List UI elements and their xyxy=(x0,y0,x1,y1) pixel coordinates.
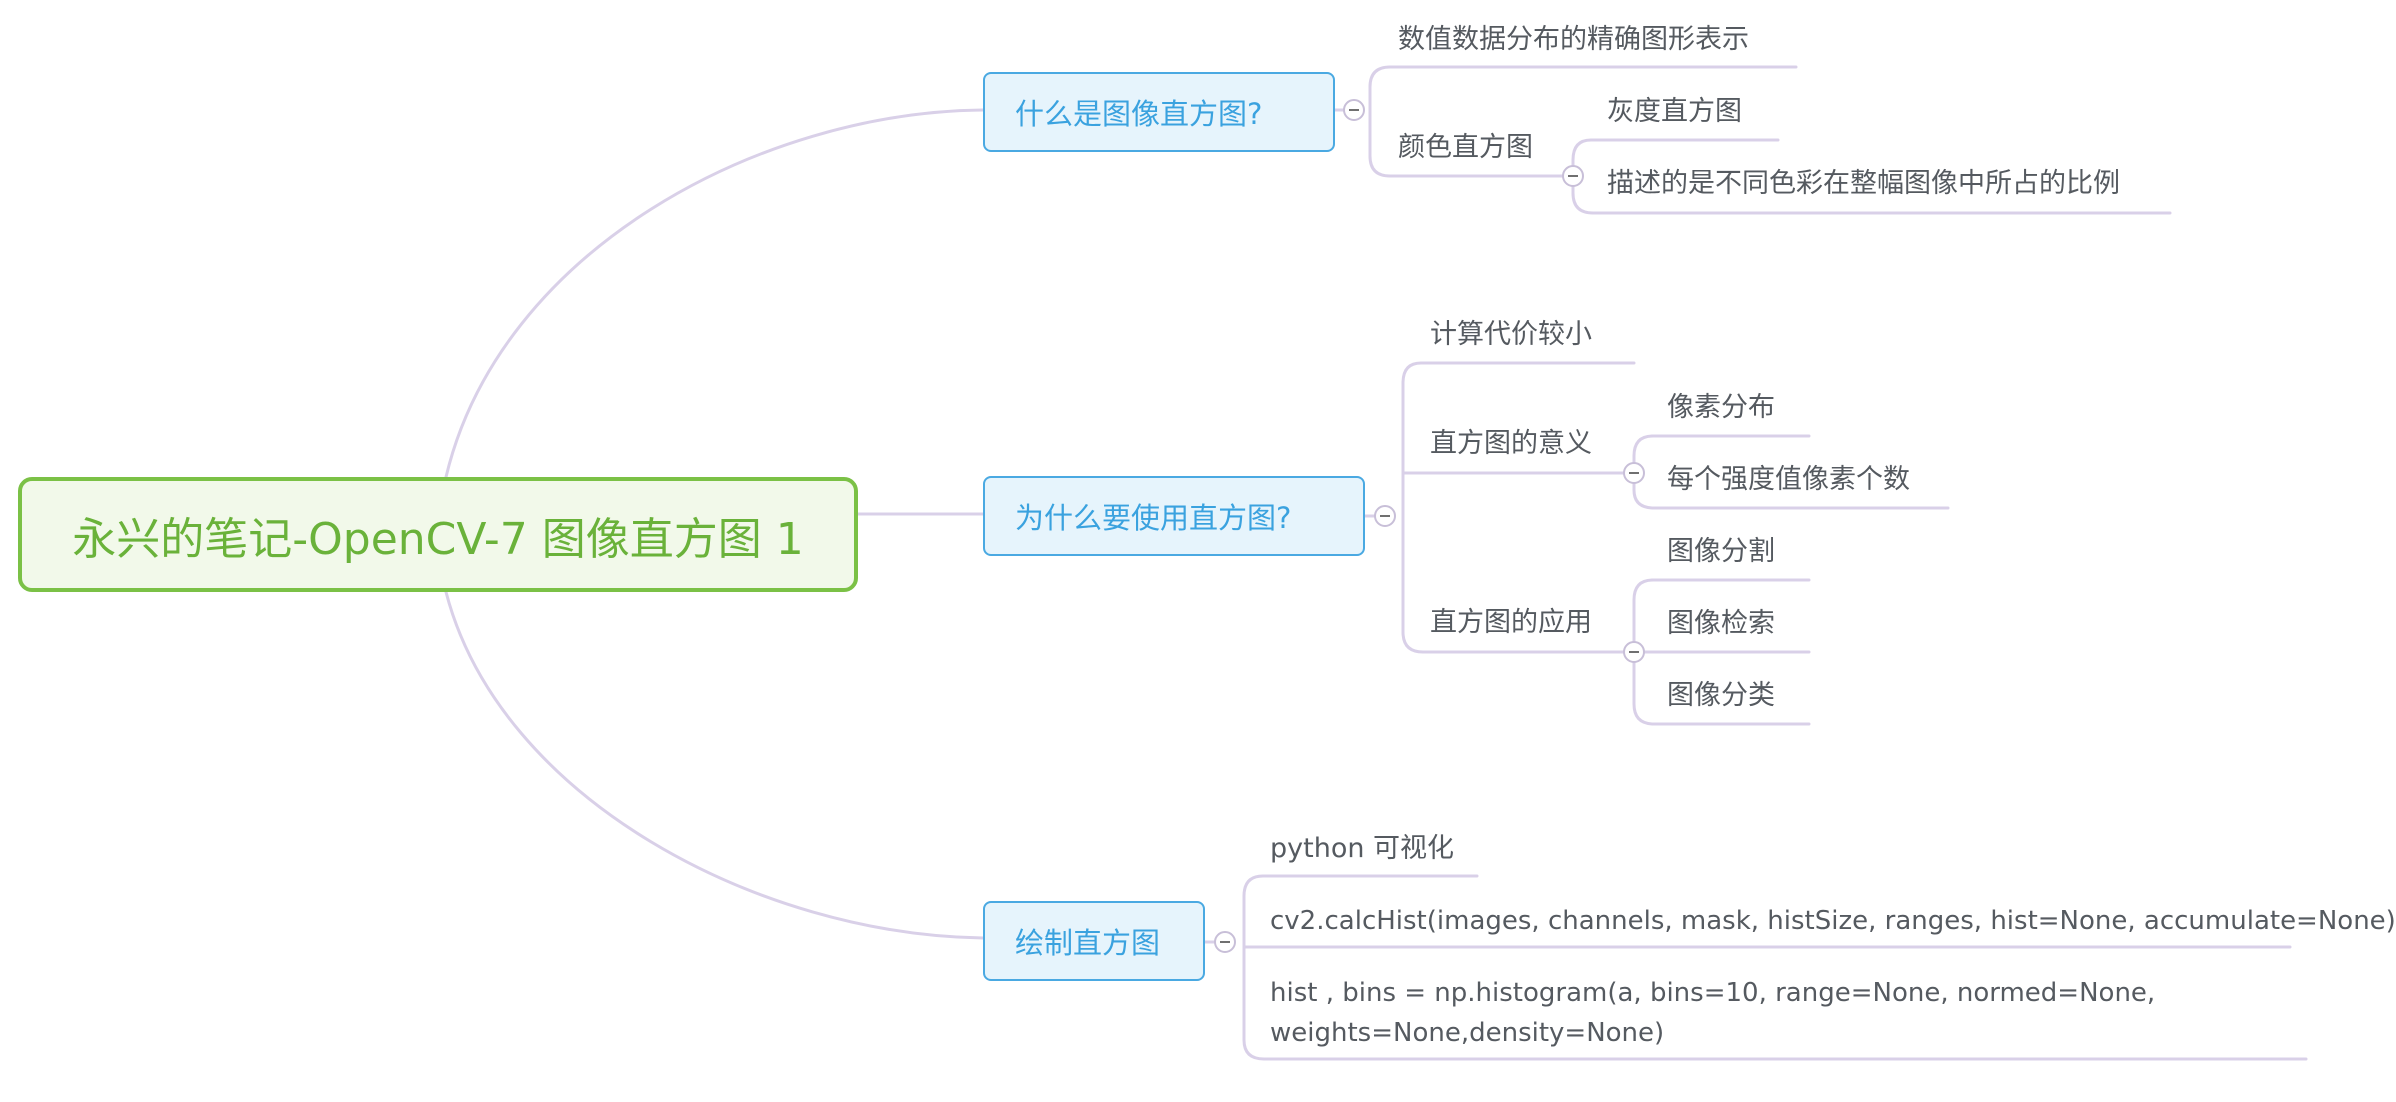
leaf-np-histogram[interactable]: hist , bins = np.histogram(a, bins=10, r… xyxy=(1270,978,2156,1048)
bracket-topic-2-level-1 xyxy=(1401,361,1636,654)
leaf-image-retrieval[interactable]: 图像检索 xyxy=(1667,608,1775,639)
leaf-pixel-count[interactable]: 每个强度值像素个数 xyxy=(1667,464,1910,495)
leaf-histogram-meaning[interactable]: 直方图的意义 xyxy=(1430,428,1592,459)
leaf-color-histogram[interactable]: 颜色直方图 xyxy=(1398,132,1533,163)
leaf-low-cost[interactable]: 计算代价较小 xyxy=(1430,319,1592,350)
collapse-toggle-icon[interactable] xyxy=(1214,931,1236,953)
connector-root-topic-1 xyxy=(444,108,985,479)
topic-label: 为什么要使用直方图? xyxy=(1015,501,1292,535)
leaf-color-proportion[interactable]: 描述的是不同色彩在整幅图像中所占的比例 xyxy=(1607,168,2120,199)
central-topic-label: 永兴的笔记-OpenCV-7 图像直方图 1 xyxy=(72,513,804,565)
leaf-calchist[interactable]: cv2.calcHist(images, channels, mask, his… xyxy=(1270,906,2396,936)
leaf-gray-histogram[interactable]: 灰度直方图 xyxy=(1607,96,1742,127)
mind-map-canvas: 永兴的笔记-OpenCV-7 图像直方图 1 什么是图像直方图? 数值数据分布的… xyxy=(0,0,2322,1102)
leaf-pixel-distribution[interactable]: 像素分布 xyxy=(1667,392,1775,423)
collapse-toggle-icon[interactable] xyxy=(1343,99,1365,121)
topic-why-use-histogram[interactable]: 为什么要使用直方图? xyxy=(983,476,1365,556)
topic-draw-histogram[interactable]: 绘制直方图 xyxy=(983,901,1205,981)
bracket-topic-3-level-1 xyxy=(1242,874,2308,1061)
connector-root-topic-3 xyxy=(444,590,985,940)
topic-label: 什么是图像直方图? xyxy=(1015,97,1263,131)
central-topic[interactable]: 永兴的笔记-OpenCV-7 图像直方图 1 xyxy=(18,477,858,592)
bracket-topic-1-level-1 xyxy=(1368,65,1798,178)
collapse-toggle-icon[interactable] xyxy=(1623,462,1645,484)
collapse-toggle-icon[interactable] xyxy=(1623,641,1645,663)
leaf-image-classification[interactable]: 图像分类 xyxy=(1667,680,1775,711)
leaf-numeric-distribution[interactable]: 数值数据分布的精确图形表示 xyxy=(1398,24,1749,55)
leaf-image-segmentation[interactable]: 图像分割 xyxy=(1667,536,1775,567)
collapse-toggle-icon[interactable] xyxy=(1374,505,1396,527)
leaf-histogram-application[interactable]: 直方图的应用 xyxy=(1430,607,1592,638)
topic-what-is-histogram[interactable]: 什么是图像直方图? xyxy=(983,72,1335,152)
collapse-toggle-icon[interactable] xyxy=(1562,165,1584,187)
topic-label: 绘制直方图 xyxy=(1015,926,1161,960)
leaf-python-visualization[interactable]: python 可视化 xyxy=(1270,833,1455,864)
